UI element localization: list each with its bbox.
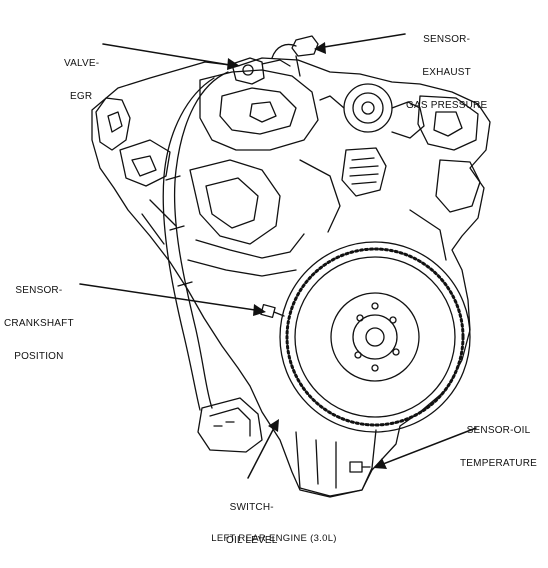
label-valve-egr: VALVE- EGR xyxy=(64,58,100,102)
left-accessory xyxy=(95,97,131,151)
arrowhead-oil-level xyxy=(268,419,279,432)
callout-arrowheads xyxy=(227,42,387,469)
block-rib-left xyxy=(141,199,177,245)
leader-oil-level xyxy=(247,423,277,479)
connector-plug xyxy=(197,397,263,453)
engine-block-outline xyxy=(91,57,491,498)
turbocharger xyxy=(319,83,425,139)
manifold-pipe xyxy=(195,233,305,259)
arrowhead-exhaust-sensor xyxy=(314,42,326,54)
callout-leaders xyxy=(79,33,477,479)
block-rib-right xyxy=(409,209,447,261)
egr-tube xyxy=(162,71,229,411)
intake-plenum xyxy=(199,69,319,151)
leader-valve-egr xyxy=(102,43,237,67)
left-bracket xyxy=(119,139,171,187)
leader-exhaust-sensor xyxy=(317,33,406,49)
diagram-stage: VALVE- EGR SENSOR- EXHAUST GAS PRESSURE … xyxy=(4,33,538,546)
arrowhead-valve-egr xyxy=(227,58,240,70)
arrowhead-oil-temp xyxy=(374,458,387,469)
exhaust-manifold xyxy=(189,159,281,245)
oil-temperature-sensor xyxy=(349,461,371,473)
oil-filter-housing xyxy=(341,147,387,197)
egr-valve xyxy=(231,57,291,85)
plenum-boss xyxy=(249,101,277,123)
label-sensor-exhaust-gas-pressure: SENSOR- EXHAUST GAS PRESSURE xyxy=(406,34,488,111)
oil-pan xyxy=(295,429,377,497)
label-switch-oil-level: SWITCH- OIL LEVEL xyxy=(226,502,278,546)
right-lower-accessory xyxy=(435,159,481,213)
figure-caption: LEFT REAR ENGINE (3.0L) xyxy=(211,533,337,544)
label-sensor-crankshaft-position: SENSOR- CRANKSHAFT POSITION xyxy=(4,285,74,362)
manifold-inner xyxy=(205,177,259,229)
manifold-pipe-lower xyxy=(187,259,297,277)
plenum-inner xyxy=(219,87,297,135)
left-bracket-detail xyxy=(131,155,157,177)
flywheel xyxy=(279,241,471,433)
block-rib xyxy=(299,159,341,233)
label-sensor-oil-temperature: SENSOR-OIL TEMPERATURE xyxy=(460,425,538,469)
right-accessory-inner xyxy=(433,111,463,137)
engine-illustration xyxy=(79,33,491,498)
leader-crankshaft-sensor xyxy=(79,283,263,312)
right-accessory xyxy=(417,95,479,151)
arrowhead-crankshaft-sensor xyxy=(253,304,266,316)
leader-oil-temp xyxy=(377,427,477,467)
exhaust-pressure-sensor xyxy=(271,35,319,77)
